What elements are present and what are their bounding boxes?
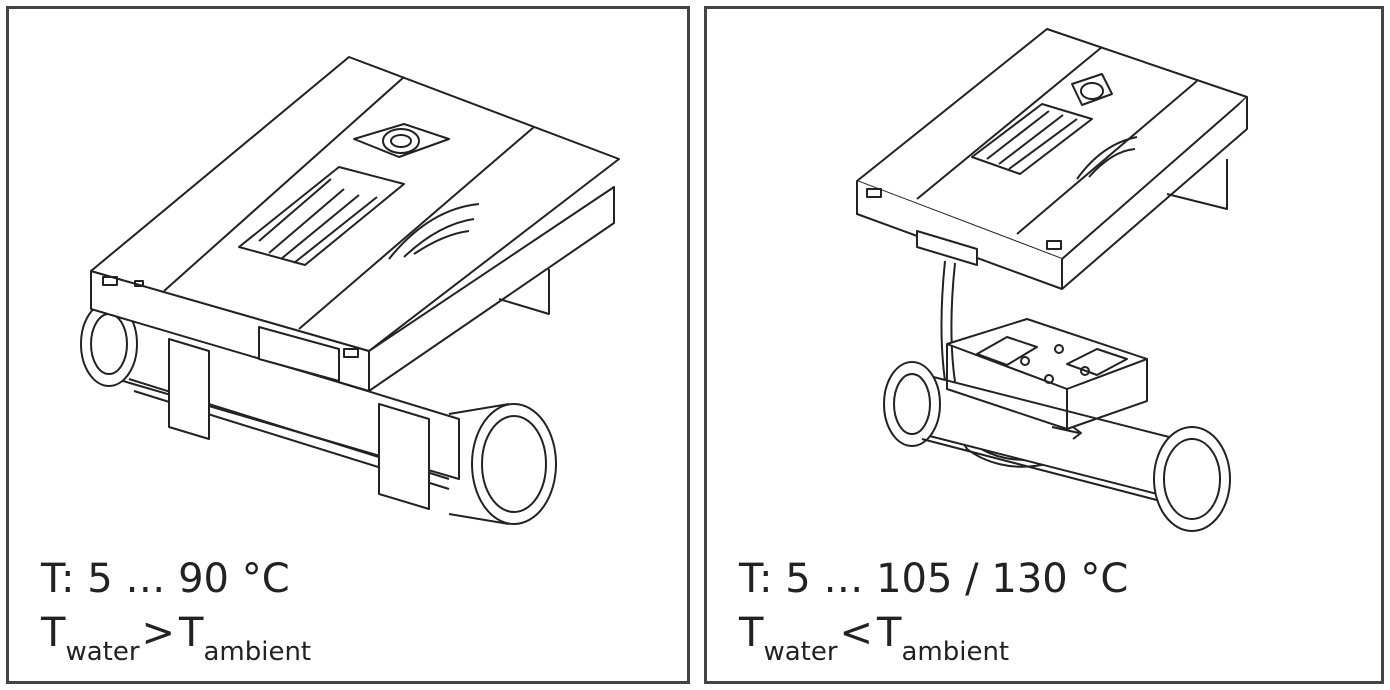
- temperature-condition: Twater>Tambient: [41, 610, 311, 665]
- condition-left-subscript: water: [65, 637, 140, 667]
- panel-split-installation: T: 5 … 105 / 130 °C Twater<Tambient: [704, 6, 1384, 684]
- temperature-range: T: 5 … 90 °C: [41, 556, 290, 602]
- condition-operator: >: [141, 610, 176, 656]
- condition-right-symbol: T: [179, 610, 204, 656]
- condition-operator: <: [839, 610, 874, 656]
- panel-compact-installation: T: 5 … 90 °C Twater>Tambient: [6, 6, 690, 684]
- temperature-condition: Twater<Tambient: [739, 610, 1009, 665]
- condition-right-subscript: ambient: [901, 637, 1010, 667]
- condition-left-subscript: water: [763, 637, 838, 667]
- water-meter-compact-icon: [80, 56, 620, 525]
- condition-right-subscript: ambient: [203, 637, 312, 667]
- condition-left-symbol: T: [739, 610, 764, 656]
- condition-left-symbol: T: [41, 610, 66, 656]
- water-meter-split-remote-icon: [856, 28, 1248, 532]
- condition-right-symbol: T: [877, 610, 902, 656]
- temperature-range: T: 5 … 105 / 130 °C: [739, 556, 1129, 602]
